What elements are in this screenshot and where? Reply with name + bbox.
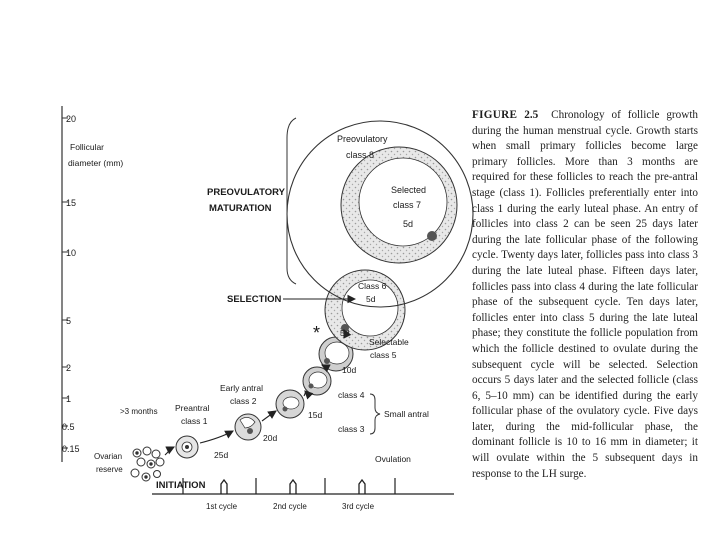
preantral-label-2: class 1 xyxy=(181,416,208,426)
preovulatory-maturation-label-2: MATURATION xyxy=(209,203,272,214)
cycle-2-label: 2nd cycle xyxy=(273,502,307,511)
caption-text: Chronology of follicle growth during the… xyxy=(472,109,698,480)
initiation-label: INITIATION xyxy=(156,480,206,491)
ovarian-reserve-label-1: Ovarian xyxy=(94,452,122,461)
lh-surge-marks xyxy=(221,480,365,494)
cycle-axis-ticks xyxy=(183,478,395,494)
selection-star: * xyxy=(313,323,320,343)
class-3-follicle xyxy=(276,390,304,418)
selectable-label-2: class 5 xyxy=(370,350,397,360)
preovulatory-maturation-label-1: PREOVULATORY xyxy=(207,187,286,198)
months-label: >3 months xyxy=(120,407,158,416)
selectable-label-1: Selectable xyxy=(369,337,409,347)
early-antral-label-2: class 2 xyxy=(230,396,257,406)
class-6-label-2: 5d xyxy=(366,294,376,304)
selection-label: SELECTION xyxy=(227,294,282,305)
y-tick-20: 20 xyxy=(66,114,76,124)
cycle-1-label: 1st cycle xyxy=(206,502,238,511)
ovarian-reserve-label-2: reserve xyxy=(96,465,123,474)
ovarian-reserve-follicles xyxy=(131,447,164,481)
figure-number: 2.5 xyxy=(524,109,538,121)
days-15-label: 15d xyxy=(308,410,322,420)
small-antral-brace xyxy=(370,394,380,434)
preovulatory-label-2: class 8 xyxy=(346,150,374,160)
y-tick-0-5: 0.5 xyxy=(62,422,75,432)
y-axis-title-line2: diameter (mm) xyxy=(68,158,123,168)
class-6-label-1: Class 6 xyxy=(358,281,387,291)
figure-caption: FIGURE 2.5 Chronology of follicle growth… xyxy=(472,108,698,482)
days-20-label: 20d xyxy=(263,433,277,443)
early-antral-follicle xyxy=(235,414,261,440)
preantral-follicle xyxy=(176,436,198,458)
ovulation-label: Ovulation xyxy=(375,454,411,464)
y-axis-title-line1: Follicular xyxy=(70,142,104,152)
days-25-label: 25d xyxy=(214,450,228,460)
y-tick-1: 1 xyxy=(66,394,71,404)
figure-label: FIGURE xyxy=(472,109,517,121)
selected-label-3: 5d xyxy=(403,219,413,229)
y-tick-10: 10 xyxy=(66,248,76,258)
y-tick-2: 2 xyxy=(66,363,71,373)
class-4-label: class 4 xyxy=(338,390,365,400)
preantral-label-1: Preantral xyxy=(175,403,210,413)
cycle-3-label: 3rd cycle xyxy=(342,502,375,511)
small-antral-label: Small antral xyxy=(384,409,429,419)
y-tick-5: 5 xyxy=(66,316,71,326)
preovulatory-label-1: Preovulatory xyxy=(337,134,388,144)
class-4-follicle xyxy=(303,367,331,395)
early-antral-label-1: Early antral xyxy=(220,383,263,393)
class-3-label: class 3 xyxy=(338,424,365,434)
selected-label-1: Selected xyxy=(391,185,426,195)
selected-label-2: class 7 xyxy=(393,200,421,210)
days-10-label: 10d xyxy=(342,365,356,375)
y-tick-15: 15 xyxy=(66,198,76,208)
y-tick-0-15: 0.15 xyxy=(62,444,80,454)
